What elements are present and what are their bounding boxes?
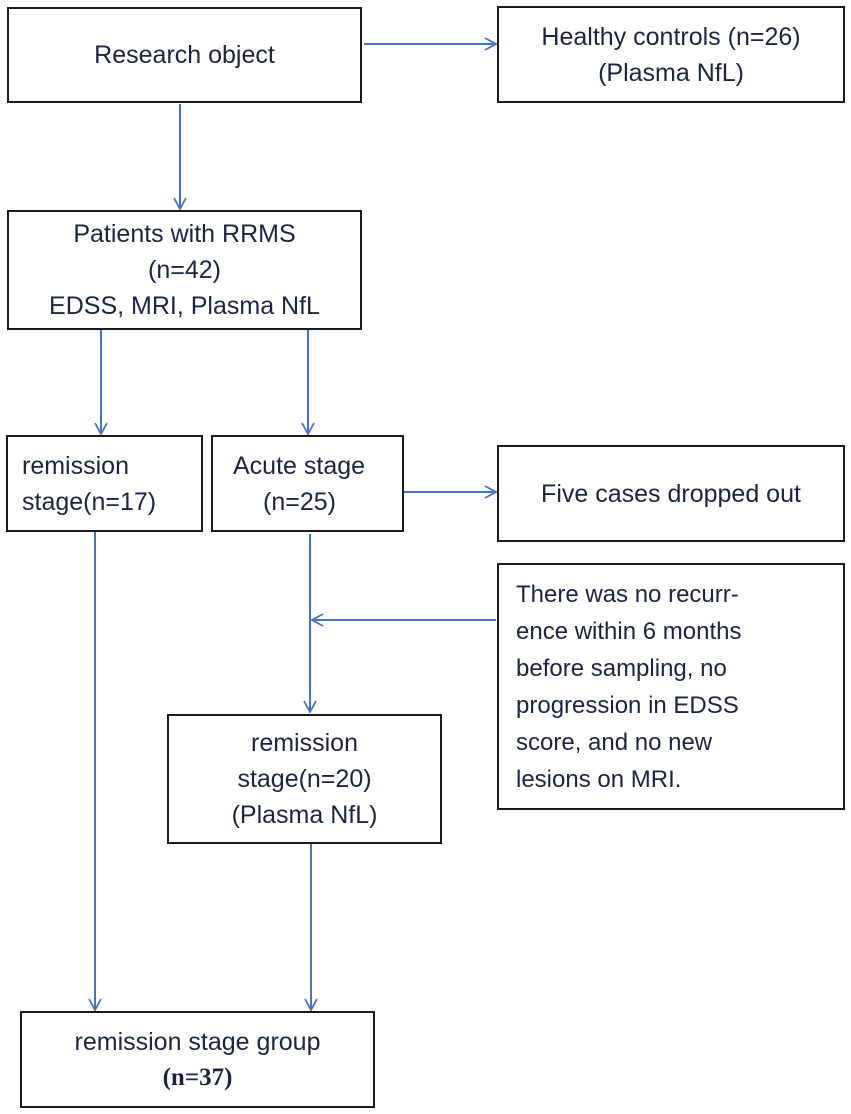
- node-text: Five cases dropped out: [541, 479, 801, 508]
- node-text: Healthy controls (n=26): [541, 22, 801, 51]
- node-research-object: Research object: [7, 7, 362, 103]
- node-text: Acute stage: [233, 451, 366, 480]
- node-text: Research object: [94, 41, 275, 69]
- node-text: score, and no new: [516, 728, 713, 756]
- node-text: EDSS, MRI, Plasma NfL: [49, 292, 320, 320]
- node-criteria-note: There was no recurr- ence within 6 month…: [497, 563, 845, 810]
- node-text: (n=25): [263, 487, 336, 516]
- node-text: stage(n=17): [22, 487, 157, 516]
- node-text: (n=42): [148, 256, 221, 284]
- node-text: remission stage group: [74, 1027, 321, 1056]
- node-remission-stage-group: remission stage group (n=37): [20, 1011, 375, 1108]
- node-text: lesions on MRI.: [516, 765, 682, 793]
- node-text: (Plasma NfL): [231, 801, 378, 829]
- node-text: remission: [22, 451, 129, 480]
- node-text: Patients with RRMS: [73, 220, 296, 248]
- node-acute-stage: Acute stage (n=25): [211, 435, 404, 532]
- node-dropped-out: Five cases dropped out: [497, 445, 845, 542]
- node-text: (Plasma NfL): [598, 58, 744, 87]
- node-text: (n=37): [162, 1063, 233, 1091]
- node-text: ence within 6 months: [516, 617, 742, 645]
- node-remission-stage-20: remission stage(n=20) (Plasma NfL): [167, 714, 442, 844]
- node-text: before sampling, no: [516, 654, 727, 682]
- node-text: progression in EDSS: [516, 691, 739, 719]
- node-text: There was no recurr-: [516, 580, 739, 608]
- node-text: remission: [251, 729, 358, 757]
- node-remission-stage-17: remission stage(n=17): [6, 435, 203, 532]
- node-text: stage(n=20): [237, 765, 372, 793]
- node-healthy-controls: Healthy controls (n=26) (Plasma NfL): [497, 6, 845, 103]
- node-patients-rrms: Patients with RRMS (n=42) EDSS, MRI, Pla…: [7, 210, 362, 330]
